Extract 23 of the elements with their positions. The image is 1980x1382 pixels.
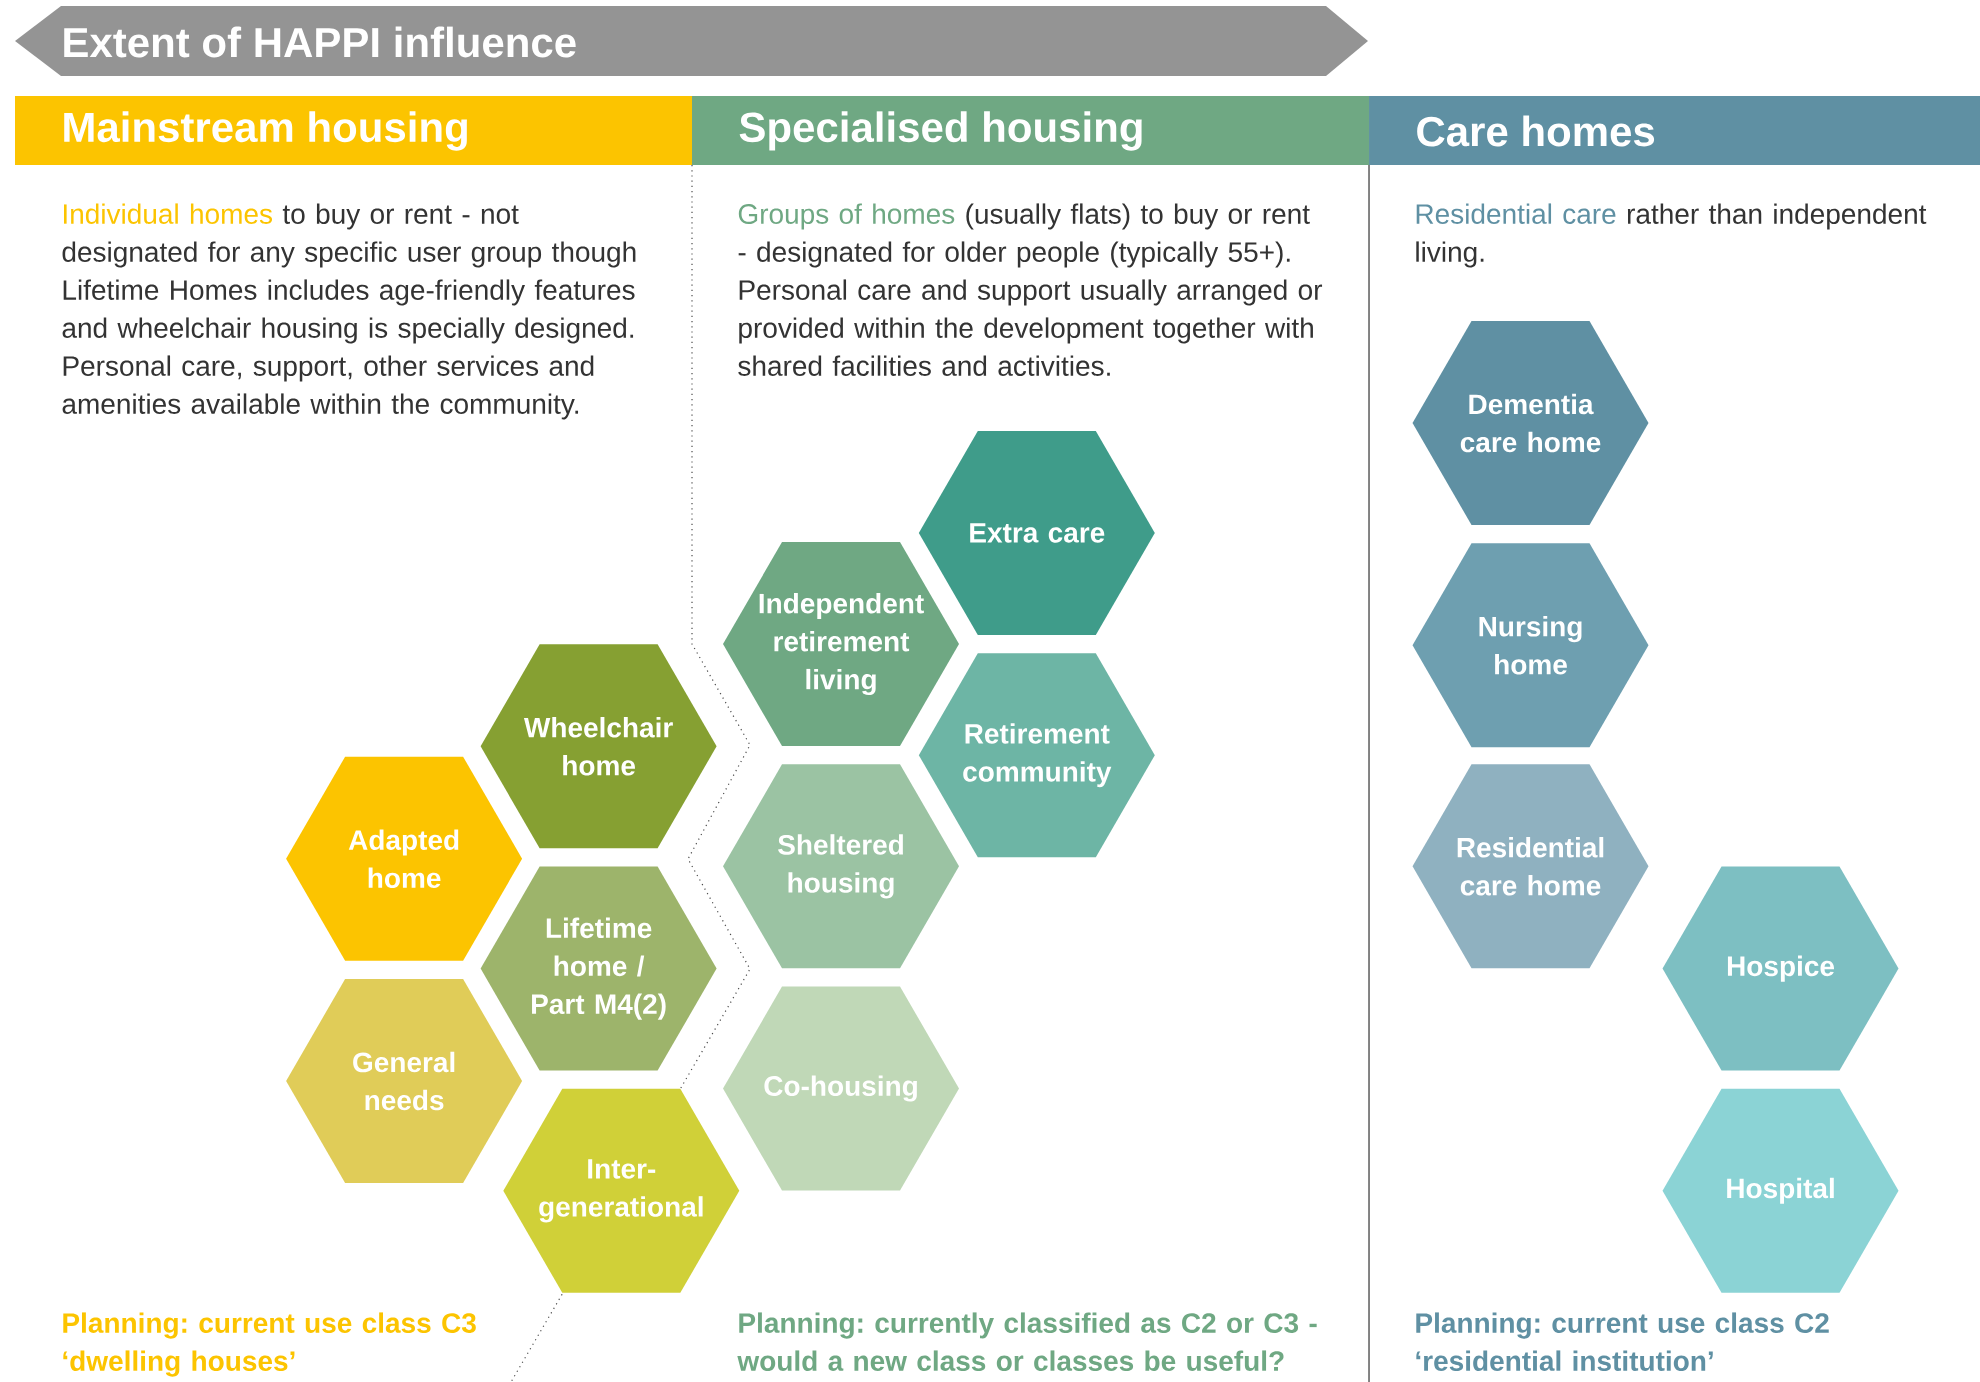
column-header: Mainstream housing [15,96,692,165]
column-header: Specialised housing [692,96,1369,165]
description-text: Groups of homes (usually flats) to buy or rent - designated for older people (typically 55+). Personal care and support usually arranged or provided within the development together with shared facilities and activities. [738,203,1323,376]
planning-note: Planning: current use class C2 ‘residential institution’ [1416,1312,1829,1371]
hexagon: Hospital [1662,1088,1899,1293]
hexagon: Sheltered housing [723,764,959,969]
planning-note: Planning: currently classified as C2 or C3 - would a new class or classes be useful? [737,1312,1317,1371]
hexagon: General needs [286,979,523,1183]
hexagon: Residential care home [1412,764,1649,969]
label: Residential care [1416,203,1616,224]
label: living. [1416,241,1484,268]
hexagon: Hospice [1662,866,1899,1071]
description-text: Residential care rather than independent living. [1416,203,1927,268]
planning-note: Planning: current use class C3 ‘dwelling houses’ [63,1312,476,1377]
hexagon: Adapted home [286,756,523,961]
hexagon: Dementia care home [1412,321,1649,525]
hexagon: Nursing home [1412,543,1649,748]
description-text: Individual homes to buy or rent - not designated for any specific user group though Lifetime Homes includes age-friendly features and wheelchair housing is specially designed. Personal care, support, other services and amenities available within the community. [62,203,636,420]
hexagon: Retirement community [918,653,1155,858]
hexagon: Co-housing [723,986,959,1191]
column-header: Care homes [1369,96,1980,165]
label: rather than independent [1627,203,1927,230]
hexagon: Independent retirement living [723,542,959,746]
